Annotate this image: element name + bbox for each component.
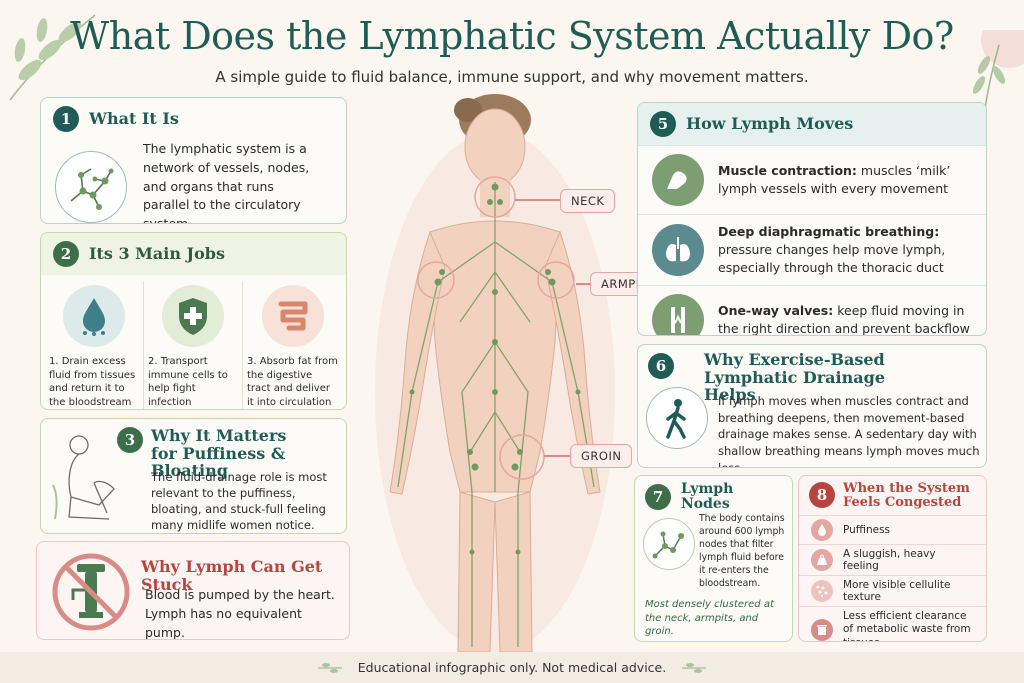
how-moves-item: One-way valves: keep fluid moving in the…	[638, 285, 986, 336]
card-why-lymph-stuck: Why Lymph Can Get Stuck Blood is pumped …	[36, 541, 350, 640]
card-lymph-nodes: 7 Lymph Nodes The body contains around 6…	[634, 475, 793, 642]
section-text: Blood is pumped by the heart. Lymph has …	[145, 587, 335, 640]
no-pump-icon	[49, 550, 133, 634]
flexed-arm-icon	[652, 154, 704, 206]
section-text: The fluid-drainage role is most relevant…	[151, 470, 327, 533]
seated-woman-icon	[49, 427, 129, 531]
section-number: 3	[117, 427, 143, 453]
footer-text: Educational infographic only. Not medica…	[357, 660, 667, 675]
page-subtitle: A simple guide to fluid balance, immune …	[215, 68, 809, 86]
section-title: Why Lymph Can Get Stuck	[141, 557, 323, 594]
leaf-decoration-left	[9, 14, 96, 101]
neck-pointer	[515, 199, 560, 201]
item-text: keep fluid moving in the right direction…	[718, 303, 970, 336]
card-why-it-matters: 3 Why It Matters for Puffiness & Bloatin…	[40, 418, 347, 534]
texture-icon	[811, 579, 833, 602]
section-text: The body contains around 600 lymph nodes…	[699, 513, 785, 590]
job-item: 2. Transport immune cells to help fight …	[144, 281, 243, 409]
item-text: More visible cellulite texture	[843, 578, 951, 603]
section-title: When the System Feels Congested	[843, 481, 970, 511]
job-item: 3. Absorb fat from the digestive tract a…	[243, 281, 342, 409]
neck-label: NECK	[560, 189, 616, 213]
section-number: 8	[809, 482, 835, 508]
item-text: Less efficient clearance of metabolic wa…	[843, 609, 971, 641]
how-moves-item: Deep diaphragmatic breathing: pressure c…	[638, 214, 986, 285]
item-text: muscles ‘milk’ lymph vessels with every …	[718, 162, 951, 196]
congested-item: Puffiness	[799, 514, 986, 544]
footer: Educational infographic only. Not medica…	[0, 652, 1024, 683]
intestine-icon	[261, 285, 324, 347]
item-bold: Muscle contraction:	[718, 162, 857, 178]
leaf-divider-icon	[317, 662, 342, 673]
section-title: Why It Matters for Puffiness & Bloating	[151, 426, 287, 481]
section-number: 7	[645, 484, 671, 511]
armpits-pointer	[576, 283, 590, 285]
leaf-decoration-right	[972, 30, 1024, 116]
card-main-jobs: 2 Its 3 Main Jobs 1. Drain excess fluid …	[40, 232, 347, 410]
job-item: 1. Drain excess fluid from tissues and r…	[45, 281, 144, 409]
card-what-it-is: 1 What It Is The lymphatic system is a n…	[40, 97, 347, 224]
groin-label: GROIN	[570, 444, 633, 468]
job-text: 2. Transport immune cells to help fight …	[148, 356, 228, 408]
section-text: If lymph moves when muscles contract and…	[718, 394, 980, 468]
water-drop-icon	[63, 285, 125, 347]
drop-icon	[811, 518, 833, 541]
card-congested: 8 When the System Feels Congested Puffin…	[798, 475, 987, 642]
shield-cross-icon	[162, 285, 224, 347]
card-how-lymph-moves: 5 How Lymph Moves Muscle contraction: mu…	[637, 102, 987, 336]
body-figure	[375, 94, 615, 652]
item-bold: One-way valves:	[718, 303, 834, 319]
valve-icon	[652, 294, 704, 335]
groin-pointer	[544, 455, 570, 457]
congested-item: Less efficient clearance of metabolic wa…	[799, 605, 986, 641]
section-title: Why Exercise-Based Lymphatic Drainage He…	[704, 350, 885, 405]
section-number: 1	[53, 106, 79, 132]
congested-item: More visible cellulite texture	[799, 574, 986, 606]
section-title: How Lymph Moves	[686, 114, 854, 134]
section-title: What It Is	[89, 109, 179, 129]
card-header: 7 Lymph Nodes	[635, 476, 792, 519]
section-number: 2	[53, 241, 79, 267]
how-moves-item: Muscle contraction: muscles ‘milk’ lymph…	[638, 145, 986, 214]
section-text: The lymphatic system is a network of ves…	[143, 141, 310, 224]
item-text: Puffiness	[843, 523, 891, 536]
section-title: Lymph Nodes	[681, 481, 734, 513]
item-text: pressure changes help move lymph, especi…	[718, 242, 946, 276]
page-title: What Does the Lymphatic System Actually …	[70, 14, 954, 58]
leaf-divider-icon	[682, 662, 707, 673]
congested-item: A sluggish, heavy feeling	[799, 543, 986, 575]
walking-person-icon	[646, 387, 708, 449]
lymph-network-icon	[55, 150, 127, 223]
item-bold: Deep diaphragmatic breathing:	[718, 224, 940, 239]
job-text: 1. Drain excess fluid from tissues and r…	[49, 356, 136, 408]
job-text: 3. Absorb fat from the digestive tract a…	[247, 356, 338, 408]
item-text: A sluggish, heavy feeling	[843, 547, 936, 572]
lymph-node-icon	[643, 518, 695, 570]
card-header: 5 How Lymph Moves	[638, 103, 986, 145]
nodes-note: Most densely clustered at the neck, armp…	[645, 599, 774, 637]
lungs-icon	[652, 224, 704, 277]
weight-icon	[811, 548, 833, 571]
section-title: Its 3 Main Jobs	[89, 244, 225, 264]
section-number: 6	[648, 353, 674, 379]
trash-icon	[811, 619, 833, 641]
section-number: 5	[650, 111, 676, 137]
card-exercise-drainage: 6 Why Exercise-Based Lymphatic Drainage …	[637, 344, 987, 468]
card-header: 2 Its 3 Main Jobs	[41, 233, 346, 275]
card-header: 1 What It Is	[41, 98, 346, 140]
